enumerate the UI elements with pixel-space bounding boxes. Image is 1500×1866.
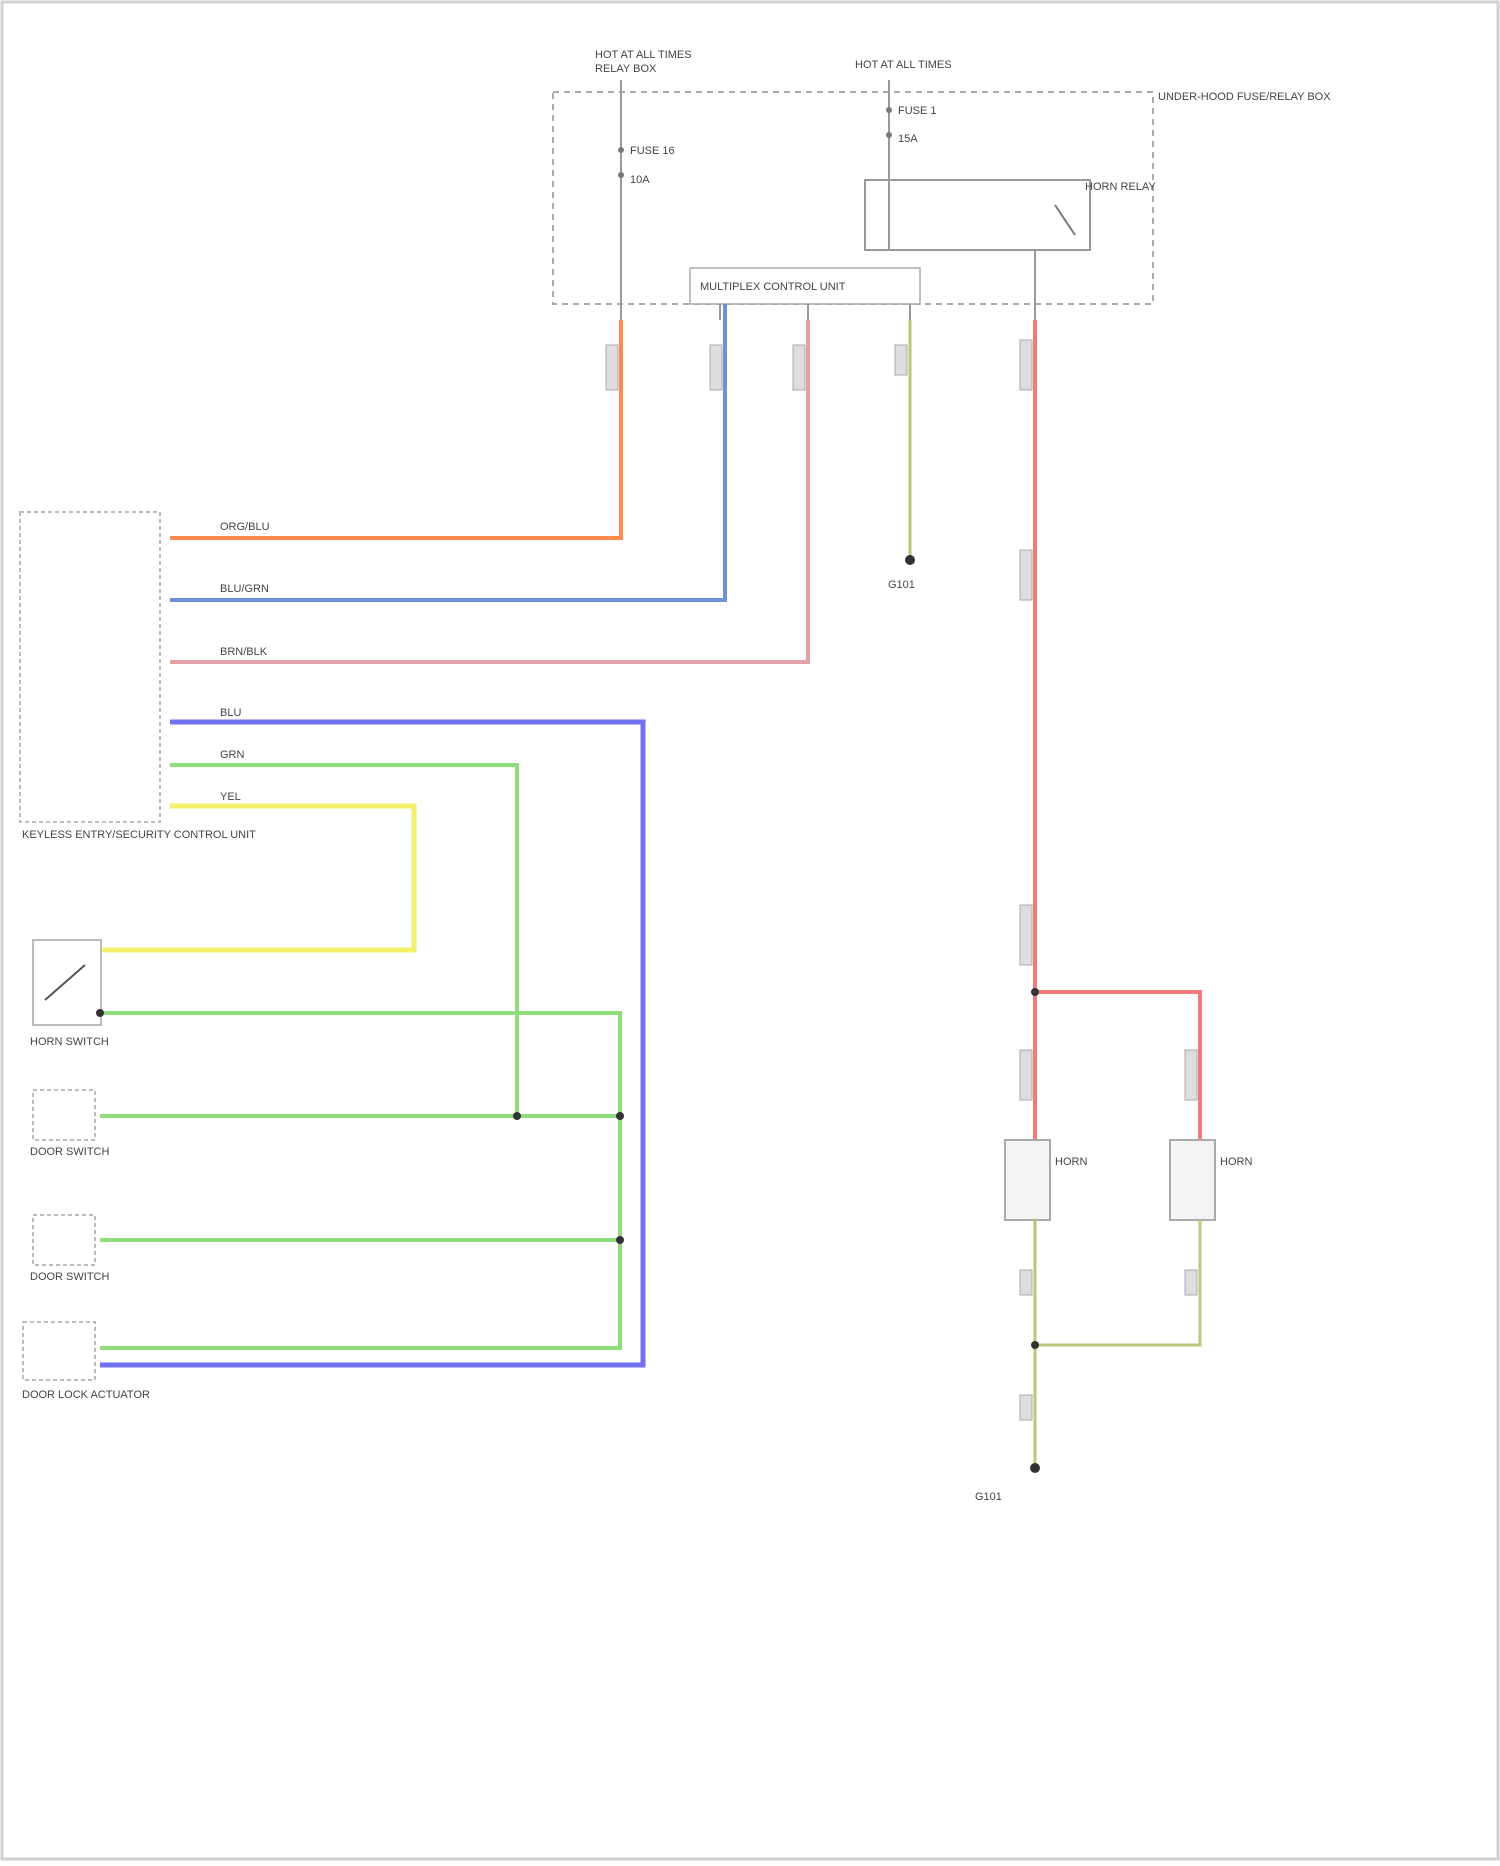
ignition-label: HOT AT ALL TIMES	[855, 59, 952, 71]
fuse-a-amps: 10A	[630, 174, 650, 186]
ground-b-label: G101	[975, 1491, 1002, 1503]
right-horn	[1170, 1140, 1215, 1220]
left-horn-label: HORN	[1055, 1156, 1087, 1168]
pass-door-box	[33, 1215, 95, 1265]
wire-orange	[170, 320, 621, 538]
horn-relay-outline	[865, 180, 1090, 250]
driver-door-box	[33, 1090, 95, 1140]
wire-green-loop	[100, 1013, 620, 1348]
wire-blue-label: BLU/GRN	[220, 583, 269, 595]
wire-purple-label: BLU	[220, 707, 241, 719]
horn-switch-box	[33, 940, 101, 1025]
fuse-b-amps: 15A	[898, 133, 918, 145]
wire-yellow-label: YEL	[220, 791, 241, 803]
relay-box-label: RELAY BOX	[595, 63, 657, 75]
wire-green-label: GRN	[220, 749, 245, 761]
wire-pink-label: BRN/BLK	[220, 646, 268, 658]
wire-purple	[100, 722, 643, 1365]
battery-label: HOT AT ALL TIMES	[595, 49, 692, 61]
ground-a-label: G101	[888, 579, 915, 591]
wire-green-main	[170, 765, 517, 1116]
lock-switch-label: DOOR LOCK ACTUATOR	[22, 1389, 150, 1401]
wire-yellow	[100, 806, 414, 950]
wire-red-branch	[1035, 992, 1200, 1150]
horn-relay-label: HORN RELAY	[1085, 181, 1156, 193]
horn-switch-label: HORN SWITCH	[30, 1036, 109, 1048]
driver-door-label: DOOR SWITCH	[30, 1146, 109, 1158]
module-label: MULTIPLEX CONTROL UNIT	[700, 281, 846, 293]
box-title: UNDER-HOOD FUSE/RELAY BOX	[1158, 91, 1331, 103]
fuse-b-label: FUSE 1	[898, 105, 937, 117]
lock-switch-box	[23, 1322, 95, 1380]
right-horn-label: HORN	[1220, 1156, 1252, 1168]
pass-door-label: DOOR SWITCH	[30, 1271, 109, 1283]
wire-orange-label: ORG/BLU	[220, 521, 270, 533]
control-unit-label: KEYLESS ENTRY/SECURITY CONTROL UNIT	[22, 829, 256, 841]
left-horn	[1005, 1140, 1050, 1220]
wire-blue	[170, 304, 725, 600]
fuse-a-label: FUSE 16	[630, 145, 675, 157]
control-unit-box	[20, 512, 160, 822]
wire-olive-branch	[1035, 1220, 1200, 1345]
